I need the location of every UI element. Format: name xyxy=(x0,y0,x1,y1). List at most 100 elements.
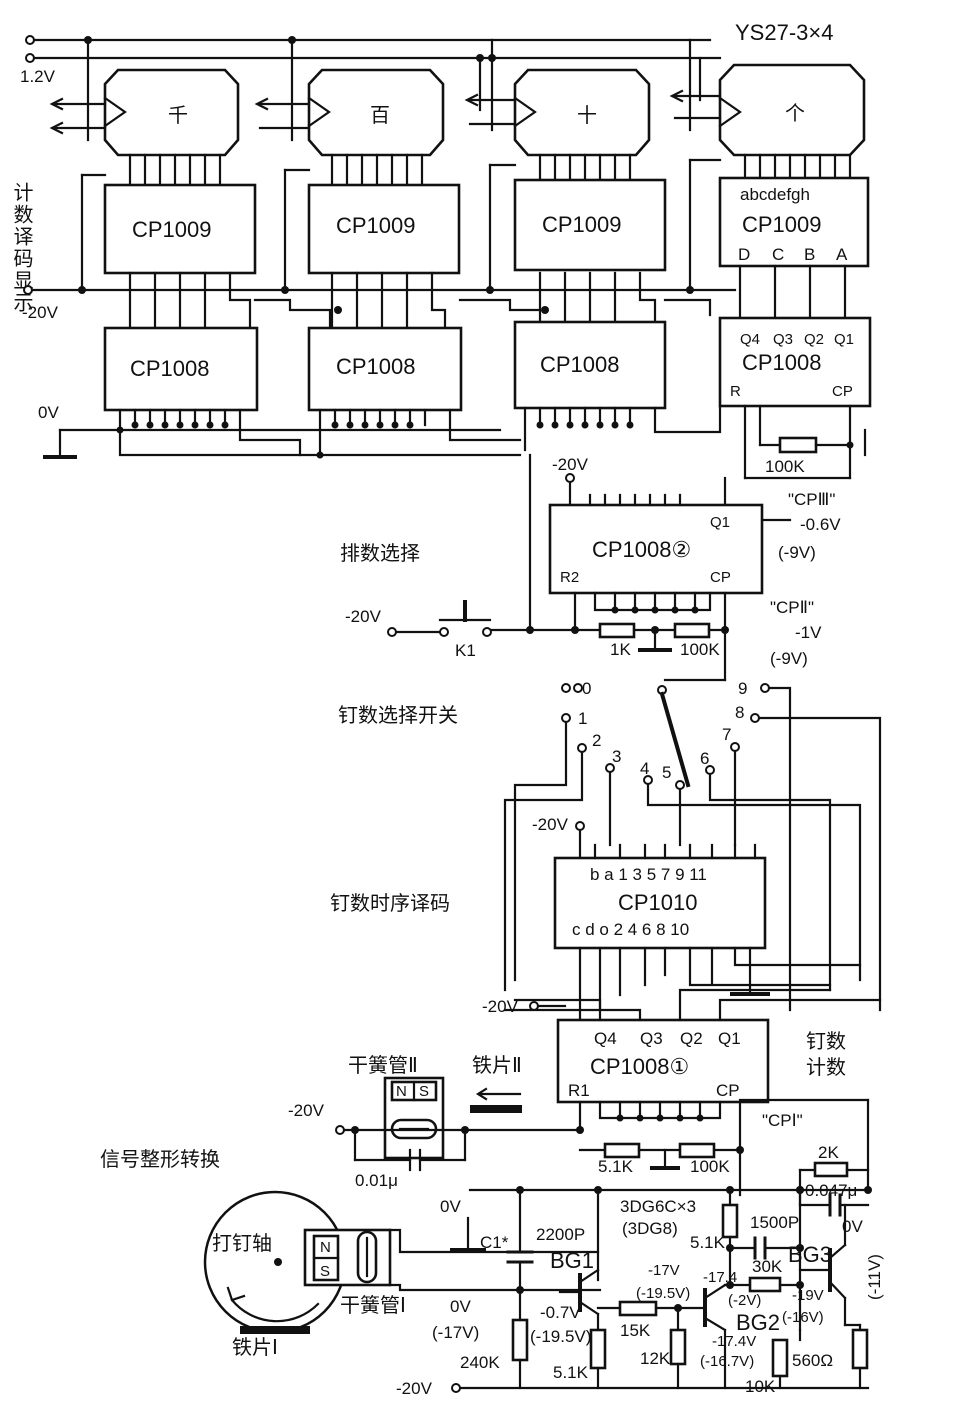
svg-text:2: 2 xyxy=(592,731,601,750)
svg-text:CP1008: CP1008 xyxy=(742,350,822,375)
terminal xyxy=(565,473,575,483)
resistor-560 xyxy=(851,1328,869,1370)
display-tube-units: 个 xyxy=(718,63,866,157)
terminal xyxy=(575,821,585,831)
label-560: 560Ω xyxy=(792,1351,833,1370)
svg-text:Q1: Q1 xyxy=(718,1029,741,1048)
timing-label: 钉数时序译码 xyxy=(330,891,450,915)
units-reset-wiring xyxy=(528,404,867,632)
decoder-chip-hundreds: CP1009 xyxy=(307,183,461,275)
svg-text:A: A xyxy=(836,245,848,264)
label-v17: (-17V) xyxy=(432,1323,479,1342)
svg-text:Q1: Q1 xyxy=(710,514,730,531)
resistor-10k xyxy=(771,1338,789,1378)
svg-text:B: B xyxy=(804,245,815,264)
svg-text:CP1009: CP1009 xyxy=(132,217,212,242)
resistor-label-100k-b: 100K xyxy=(680,640,720,659)
resistor-12k xyxy=(669,1328,687,1366)
svg-text:CP1009: CP1009 xyxy=(336,213,416,238)
decoder-to-counter-wires xyxy=(128,264,847,330)
label-10k: 10K xyxy=(745,1377,776,1396)
resistor-5-1k-c xyxy=(721,1203,739,1239)
decoder-chip-thousands: CP1009 xyxy=(103,183,257,275)
timing-vm20: -20V xyxy=(532,815,569,834)
terminal-top-1 xyxy=(25,35,35,45)
resistor-label-100k: 100K xyxy=(765,457,805,476)
decoder-pin-letters: abcdefgh xyxy=(740,185,810,204)
counting-bottom-wiring xyxy=(463,1100,744,1197)
svg-text:CP1008: CP1008 xyxy=(540,352,620,377)
svg-text:9: 9 xyxy=(738,679,747,698)
terminal-minus20 xyxy=(23,285,33,295)
reed2-label: 干簧管Ⅱ xyxy=(348,1053,418,1077)
svg-text:0: 0 xyxy=(582,679,591,698)
svg-text:CP: CP xyxy=(832,383,853,400)
svg-text:CP1009: CP1009 xyxy=(742,212,822,237)
label-12k: 12K xyxy=(640,1349,671,1368)
reed-switch-2: N S xyxy=(383,1076,522,1160)
label-047: 0.047μ xyxy=(805,1181,857,1200)
paishu-chip: Q1 CP1008② R2 CP xyxy=(548,493,764,595)
reed-switch-1: N S xyxy=(303,1228,392,1287)
terminal-top-2 xyxy=(25,53,35,63)
shaper-wiring xyxy=(388,1098,872,1393)
reed1-label: 干簧管Ⅰ xyxy=(340,1293,406,1317)
display-tube-hundreds: 百 xyxy=(307,68,445,157)
svg-text:CP1009: CP1009 xyxy=(542,212,622,237)
svg-text:3: 3 xyxy=(612,747,621,766)
svg-text:7: 7 xyxy=(722,725,731,744)
svg-text:CP1010: CP1010 xyxy=(618,890,698,915)
resistor-240k xyxy=(511,1318,529,1362)
k1-switch xyxy=(387,600,492,637)
label-bg3: BG3 xyxy=(788,1242,832,1267)
label-bg1: BG1 xyxy=(550,1248,594,1273)
label-v16: (-16V) xyxy=(782,1309,824,1326)
counting-chip: Q4 Q3 Q2 Q1 CP1008① R1 CP xyxy=(503,988,882,1104)
resistor-2k xyxy=(813,1161,849,1178)
label-v174b: -17.4V xyxy=(712,1333,756,1350)
label-2k: 2K xyxy=(818,1143,839,1162)
svg-text:5: 5 xyxy=(662,763,671,782)
label-v174: -17.4 xyxy=(703,1269,737,1286)
svg-text:c d o 2 4 6 8 10: c d o 2 4 6 8 10 xyxy=(572,920,689,939)
selector-switch: 0 1 2 3 4 5 6 7 8 9 xyxy=(503,679,882,1012)
svg-text:CP: CP xyxy=(710,569,731,586)
hammer-shaft xyxy=(203,1190,347,1334)
svg-text:Q3: Q3 xyxy=(640,1029,663,1048)
svg-text:Q3: Q3 xyxy=(773,331,793,348)
rail-label-minus20: -20V xyxy=(22,303,59,322)
label-v2: (-2V) xyxy=(728,1292,761,1309)
display-tube-tens: 十 xyxy=(513,68,651,157)
resistor-label-1k: 1K xyxy=(610,640,631,659)
label-v07: -0.7V xyxy=(540,1303,581,1322)
label-v167: (-16.7V) xyxy=(700,1353,754,1370)
iron2-label: 铁片Ⅱ xyxy=(472,1053,522,1077)
counting-label-2: 计数 xyxy=(806,1055,846,1079)
rail-label-1-2v: 1.2V xyxy=(20,67,56,86)
cp3-voltage: -0.6V xyxy=(800,515,841,534)
label-0v-b: 0V xyxy=(450,1297,471,1316)
resistor-label-100k-c: 100K xyxy=(690,1157,730,1176)
svg-text:4: 4 xyxy=(640,759,649,778)
resistor-1k xyxy=(598,622,636,639)
iron1-label: 铁片Ⅰ xyxy=(232,1335,278,1359)
svg-text:S: S xyxy=(419,1083,429,1100)
counter-chip-tens: CP1008 xyxy=(513,320,667,410)
tube-input-arrows xyxy=(49,36,722,142)
counting-label-1: 钉数 xyxy=(806,1029,846,1053)
counter-chip-hundreds: CP1008 xyxy=(307,326,463,412)
resistor-100k-b xyxy=(673,622,711,639)
reed2-wiring xyxy=(335,1125,469,1172)
label-vm20-bottom: -20V xyxy=(396,1379,433,1398)
svg-text:CP1008: CP1008 xyxy=(336,354,416,379)
decoder-chip-units: abcdefgh CP1009 D C B A xyxy=(718,176,870,268)
ground-bus xyxy=(43,404,722,459)
svg-text:Q2: Q2 xyxy=(804,331,824,348)
label-2200p: 2200P xyxy=(536,1225,585,1244)
cp2-label: "CPⅡ" xyxy=(770,598,814,617)
label-v17b: -17V xyxy=(648,1262,680,1279)
reed2-vm20: -20V xyxy=(288,1101,325,1120)
label-0v-c: 0V xyxy=(842,1217,863,1236)
k1-label: K1 xyxy=(455,641,476,660)
label-transistors-alt: (3DG8) xyxy=(622,1219,678,1238)
